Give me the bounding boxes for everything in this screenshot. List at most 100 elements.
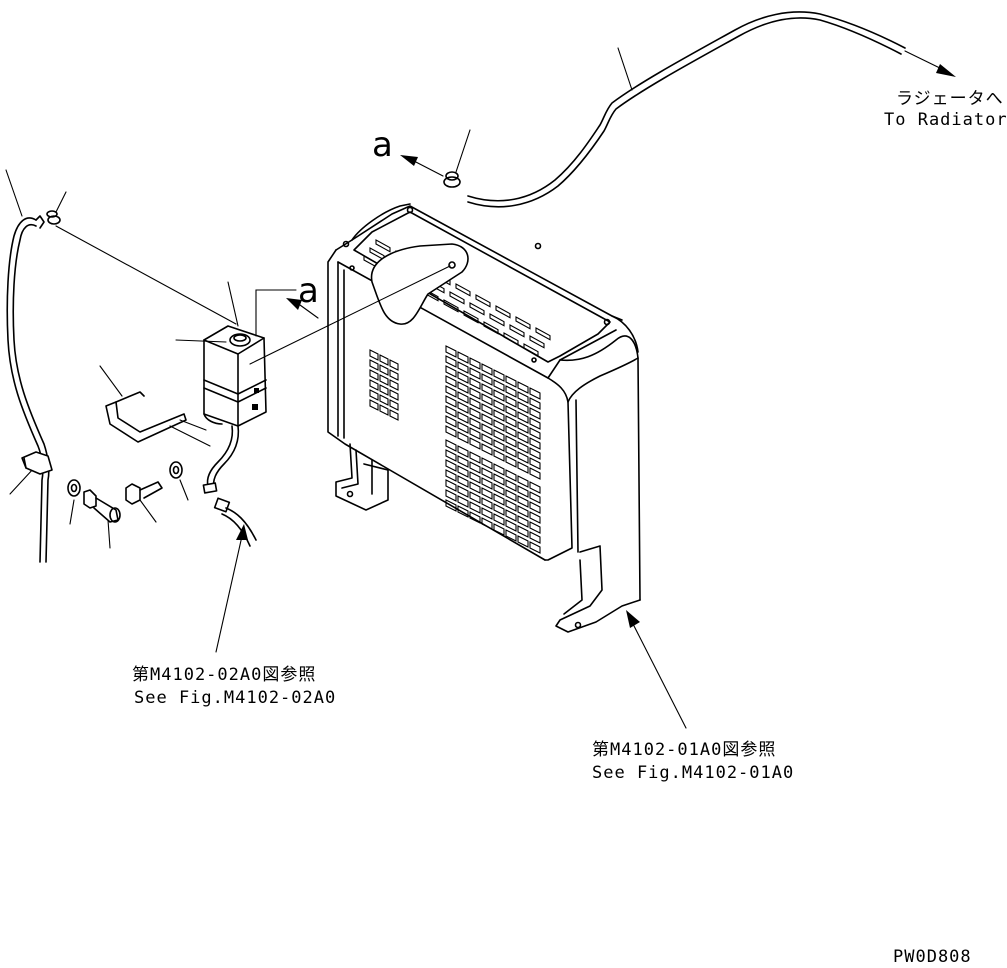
grille-slot — [529, 541, 541, 554]
fig-ref-1-jp: 第M4102-02A0図参照 — [132, 665, 316, 685]
grille-slot — [493, 379, 505, 392]
grille-slot — [445, 355, 457, 368]
grille-slot — [481, 393, 493, 406]
fig-ref-2-jp: 第M4102-01A0図参照 — [592, 740, 776, 760]
grille-slot — [481, 363, 493, 376]
grille-slot — [389, 389, 399, 401]
grille-slot — [457, 391, 469, 404]
grille-slot — [529, 481, 541, 494]
grille-slot — [529, 511, 541, 524]
grille-slot — [457, 445, 469, 458]
grille-slot — [457, 411, 469, 424]
grille-slot — [469, 377, 481, 390]
grille-slot — [523, 343, 539, 357]
grille-slot — [481, 383, 493, 396]
radiator-cover — [327, 203, 641, 633]
grille-slot — [455, 283, 471, 297]
grille-slot — [443, 299, 459, 313]
grille-slot — [505, 509, 517, 522]
grille-slot — [445, 375, 457, 388]
grille-slot — [379, 384, 389, 396]
grille-slot — [517, 381, 529, 394]
grille-slot — [379, 394, 389, 406]
grille-slot — [457, 505, 469, 518]
grille-slot — [529, 437, 541, 450]
grille-slot — [493, 473, 505, 486]
grille-slot — [529, 521, 541, 534]
grille-slot — [445, 489, 457, 502]
grille-slot — [379, 404, 389, 416]
grille-slot — [493, 399, 505, 412]
grille-slot — [493, 389, 505, 402]
grille-slot — [445, 365, 457, 378]
grille-slot — [457, 495, 469, 508]
hose-clip-top — [400, 129, 471, 188]
grille-slot — [369, 399, 379, 411]
grille-slot — [481, 433, 493, 446]
grille-slot — [517, 441, 529, 454]
grille-slot — [379, 374, 389, 386]
grille-slot — [529, 467, 541, 480]
grille-slot — [475, 294, 491, 308]
grille-slot — [529, 457, 541, 470]
reserve-tank — [175, 261, 456, 427]
grille-slot — [449, 291, 465, 305]
grille-slot — [505, 479, 517, 492]
grille-slot — [515, 316, 531, 330]
grille-slot — [445, 469, 457, 482]
drawing-code: PW0D808 — [893, 947, 972, 967]
grille-slot — [481, 443, 493, 456]
fig-ref-1-en: See Fig.M4102-02A0 — [134, 688, 336, 708]
grille-slot — [489, 313, 505, 327]
grille-slot — [445, 405, 457, 418]
fig-ref-2-leader — [626, 610, 687, 729]
grille-slot — [469, 357, 481, 370]
grille-slot — [529, 447, 541, 460]
grille-slot — [469, 491, 481, 504]
grille-slot — [469, 471, 481, 484]
grille-slot — [445, 459, 457, 472]
grille-slot — [529, 531, 541, 544]
grille-slot — [529, 417, 541, 430]
grille-slot — [505, 445, 517, 458]
grille-slot — [481, 373, 493, 386]
to-radiator-label-en: To Radiator — [884, 110, 1007, 130]
grille-slot — [505, 499, 517, 512]
grille-slot — [469, 511, 481, 524]
grille-slot — [481, 517, 493, 530]
grille-slot — [379, 364, 389, 376]
overflow-hose-to-radiator — [467, 11, 956, 208]
grille-slot — [481, 477, 493, 490]
grille-slot — [375, 239, 391, 253]
grille-slot — [445, 499, 457, 512]
to-radiator-label-jp: ラジェータへ — [896, 89, 1004, 109]
grille-slot — [505, 385, 517, 398]
grille-slot — [493, 409, 505, 422]
grille-slot — [505, 455, 517, 468]
grille-slot — [481, 487, 493, 500]
grille-slot — [445, 395, 457, 408]
grille-slot — [445, 439, 457, 452]
grille-slot — [457, 401, 469, 414]
grille-slot — [505, 489, 517, 502]
grille-slot — [517, 485, 529, 498]
front-grille-left — [369, 349, 399, 421]
grille-slot — [469, 417, 481, 430]
grille-slot — [505, 519, 517, 532]
grille-slot — [481, 403, 493, 416]
grille-slot — [529, 427, 541, 440]
grille-slot — [529, 397, 541, 410]
grille-slot — [517, 505, 529, 518]
grille-slot — [495, 305, 511, 319]
grille-slot — [493, 513, 505, 526]
grille-slot — [517, 525, 529, 538]
grille-slot — [445, 425, 457, 438]
front-grille-main — [445, 345, 541, 480]
bolt-and-washer-right — [125, 461, 189, 523]
grille-slot — [529, 501, 541, 514]
grille-slot — [505, 415, 517, 428]
grille-slot — [481, 497, 493, 510]
fig-ref-2-en: See Fig.M4102-01A0 — [592, 763, 794, 783]
grille-slot — [457, 381, 469, 394]
grille-slot — [457, 431, 469, 444]
